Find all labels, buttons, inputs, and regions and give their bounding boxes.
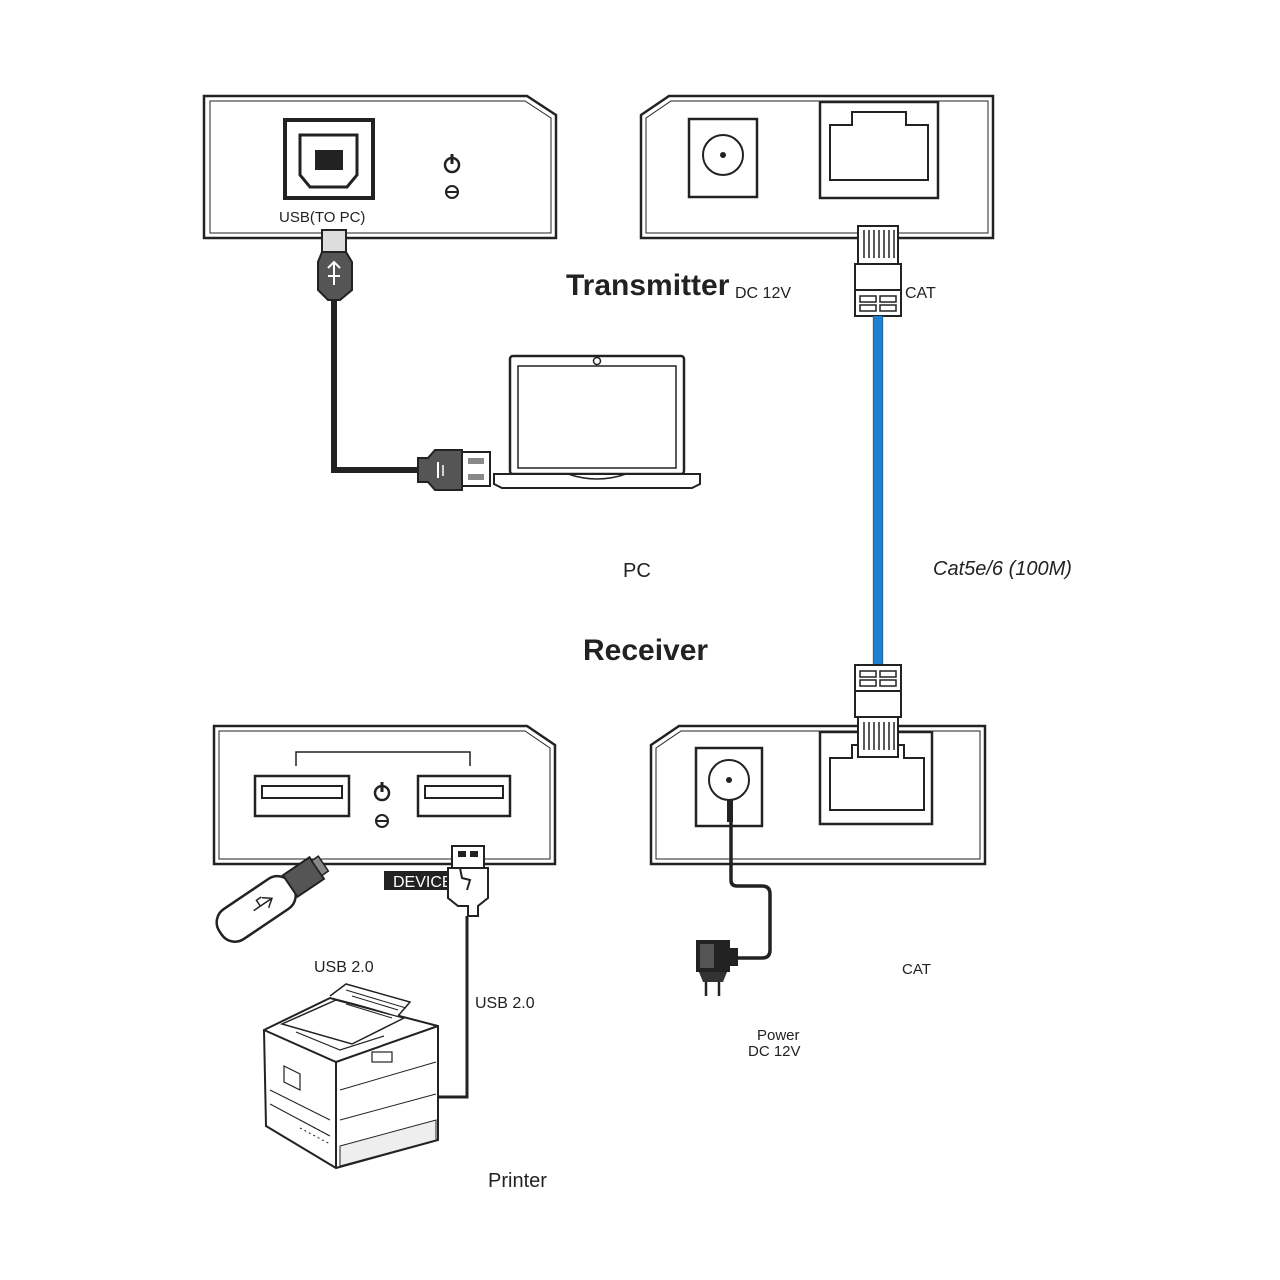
rj45-port-icon	[818, 100, 940, 200]
laptop-icon	[493, 354, 701, 489]
power-icon	[443, 154, 461, 174]
usb-plug-icon	[447, 845, 489, 917]
device-label-bg	[384, 871, 464, 890]
dc-jack-icon	[687, 117, 759, 199]
power-dc-label: DC 12V	[748, 1043, 801, 1060]
usb-cable-to-pc	[317, 229, 491, 491]
power-icon	[373, 782, 391, 802]
device-label: DEVICE	[393, 874, 453, 891]
printer-icon	[262, 983, 439, 1170]
tx-dc-label: DC 12V	[735, 285, 791, 302]
transmitter-cat-panel	[639, 94, 995, 240]
transmitter-title: Transmitter	[566, 269, 730, 302]
usb-plug-icon	[417, 449, 491, 491]
rj45-plug-icon	[857, 716, 899, 758]
printer-label: Printer	[488, 1170, 547, 1192]
rj45-plug-icon	[854, 225, 902, 317]
power-label: Power	[757, 1027, 800, 1044]
rx-cat-label: CAT	[902, 961, 931, 978]
link-led-icon	[375, 814, 389, 828]
usb-right-label: USB 2.0	[475, 995, 535, 1012]
receiver-cat-panel	[649, 724, 987, 866]
receiver-usb-panel	[212, 724, 557, 866]
rj45-port-icon	[818, 730, 934, 826]
receiver-title: Receiver	[583, 634, 708, 667]
usb-a-port-icon	[253, 774, 351, 818]
usb-cable-to-printer	[438, 916, 469, 1099]
transmitter-usb-panel: USB​(TO PC)	[202, 94, 558, 240]
tx-cat-label: CAT	[905, 285, 936, 302]
usb-b-port-icon	[283, 118, 375, 200]
usb-flash-drive-icon	[215, 855, 330, 943]
cable-spec-label: Cat5e/6 (100M)	[933, 558, 1072, 580]
power-adapter-icon	[696, 800, 772, 996]
pc-label: PC	[623, 560, 651, 582]
link-led-icon	[445, 185, 459, 199]
usb-a-port-icon	[416, 774, 512, 818]
usb-left-label: USB 2.0	[314, 959, 374, 976]
tx-usb-port-label: USB​(TO PC)	[279, 209, 365, 226]
